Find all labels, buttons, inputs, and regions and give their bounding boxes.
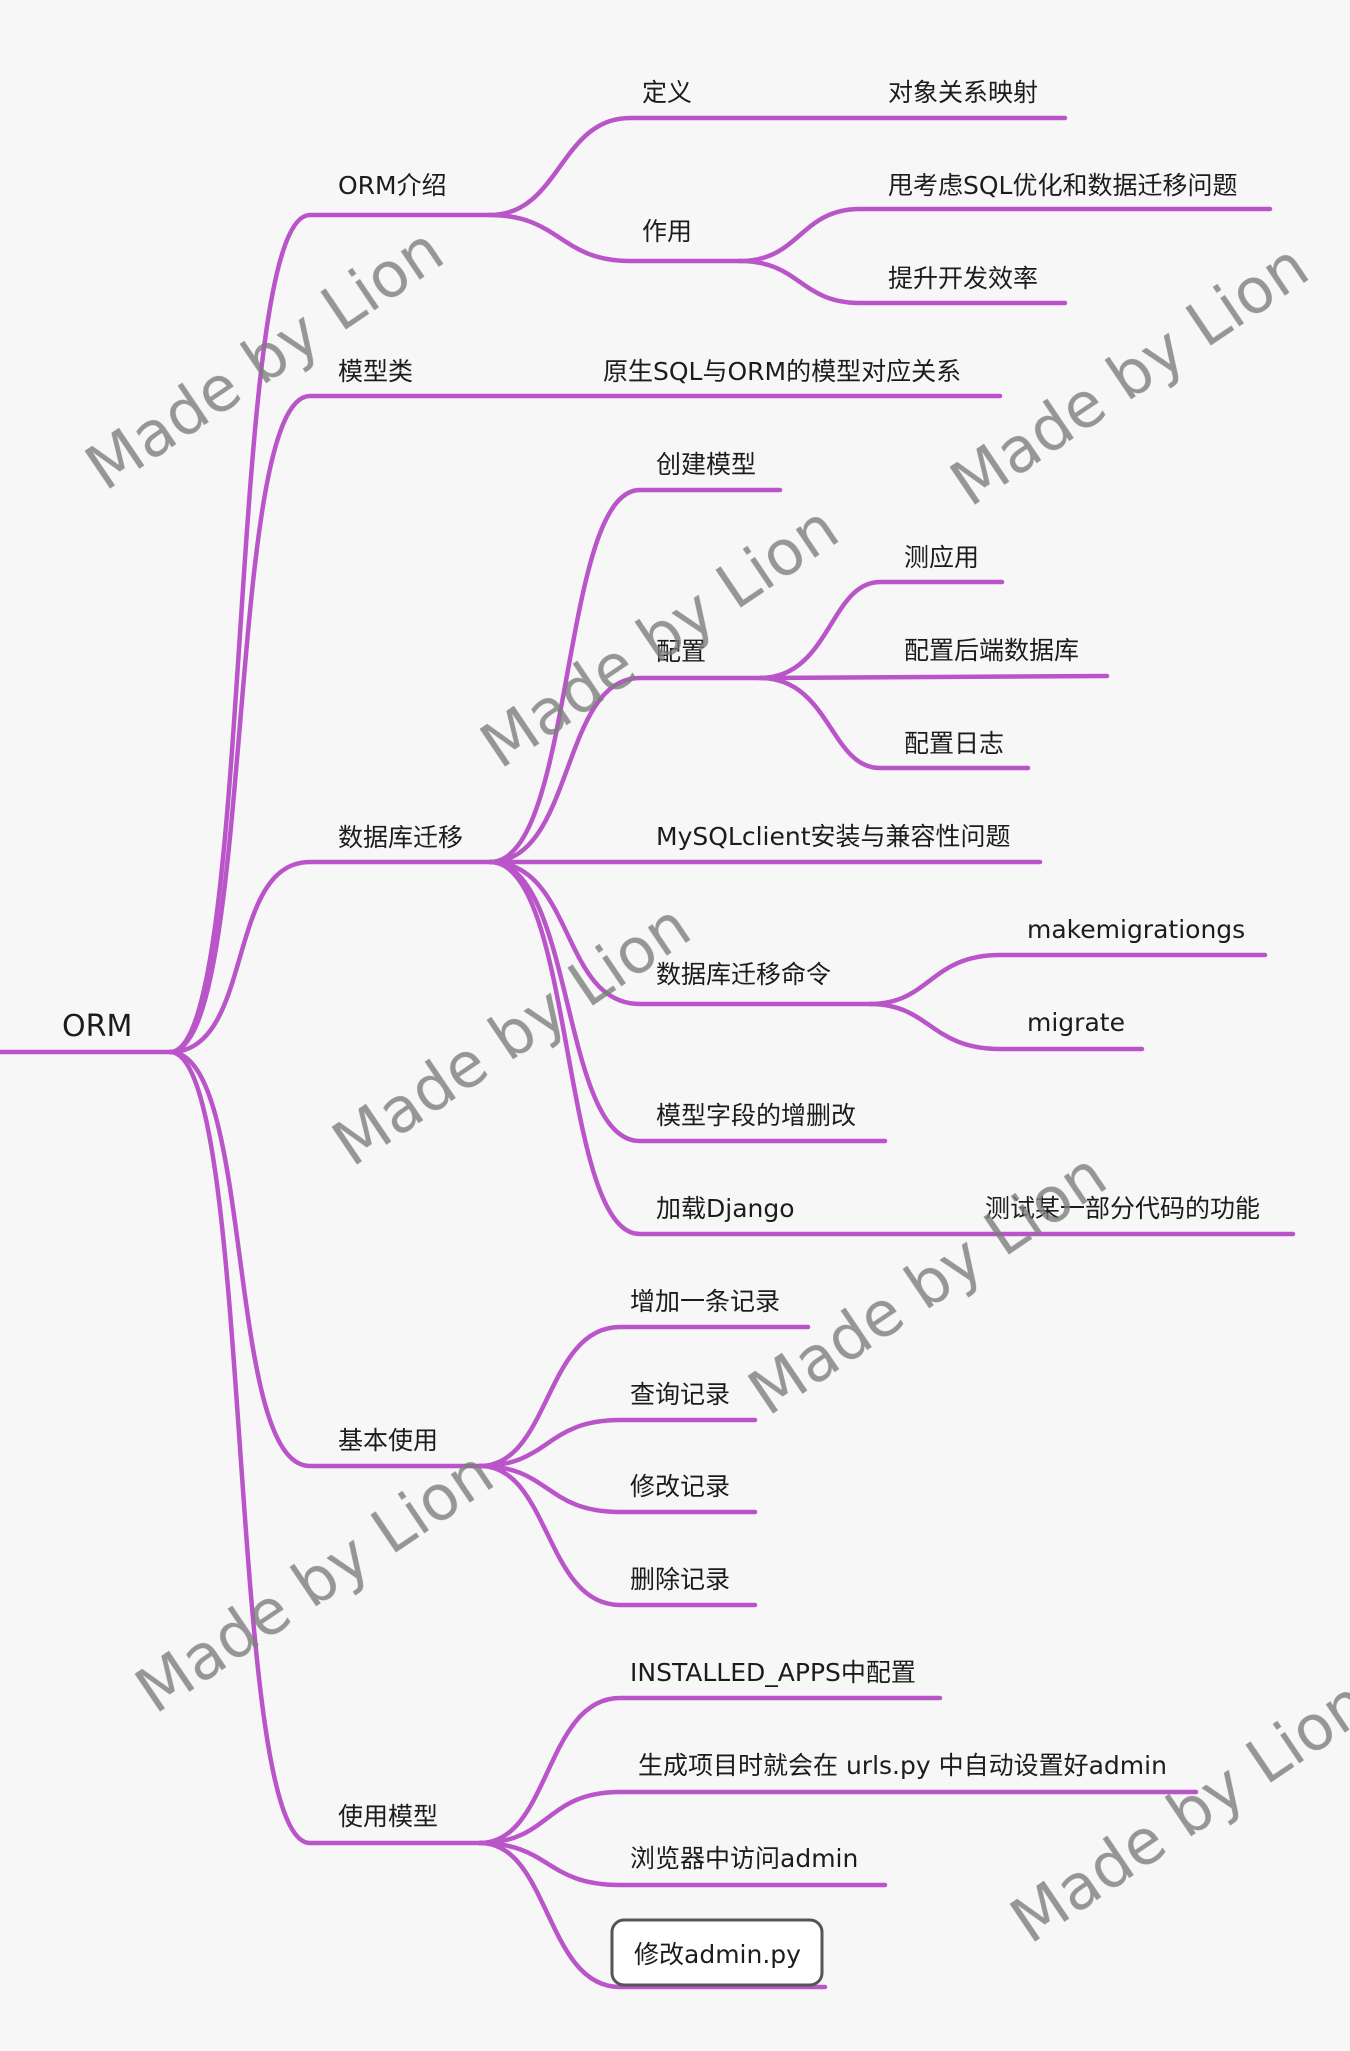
- node-purpose[interactable]: 作用: [642, 217, 692, 246]
- edge-browser-admin: [477, 1840, 888, 1888]
- edge-create-model: [487, 487, 783, 865]
- node-migrate[interactable]: migrate: [1027, 1008, 1125, 1037]
- edge-migrate-cmd: [487, 859, 873, 1007]
- selected-node-box[interactable]: [610, 1918, 824, 1987]
- node-db-migration[interactable]: 数据库迁移: [338, 823, 463, 852]
- edge-basic-usage: [167, 1049, 483, 1469]
- edge-model-class: [167, 393, 1003, 1055]
- edge-config-3: [757, 675, 1031, 771]
- edge-migrate-cmd-2: [867, 1001, 1145, 1052]
- node-create-model[interactable]: 创建模型: [656, 450, 756, 479]
- watermark: Made by Lion: [736, 1138, 1120, 1430]
- node-add-record[interactable]: 增加一条记录: [630, 1287, 780, 1316]
- node-object-relational-mapping[interactable]: 对象关系映射: [888, 78, 1038, 107]
- node-config-logging[interactable]: 配置日志: [904, 729, 1004, 758]
- node-purpose-sql-optimization[interactable]: 甩考虑SQL优化和数据迁移问题: [888, 171, 1237, 200]
- node-modify-admin[interactable]: 修改admin.py: [634, 1940, 801, 1969]
- node-mysqlclient[interactable]: MySQLclient安装与兼容性问题: [656, 822, 1011, 851]
- connector-lines: [0, 115, 1296, 1990]
- node-orm-intro[interactable]: ORM介绍: [338, 171, 447, 200]
- node-query-record[interactable]: 查询记录: [630, 1380, 730, 1409]
- node-config-backend-db[interactable]: 配置后端数据库: [904, 636, 1079, 665]
- node-delete-record[interactable]: 删除记录: [630, 1565, 730, 1594]
- edge-orm-intro: [167, 212, 493, 1055]
- edge-installed-apps: [477, 1695, 943, 1846]
- watermark: Made by Lion: [320, 889, 704, 1181]
- node-use-model[interactable]: 使用模型: [338, 1802, 438, 1831]
- node-installed-apps[interactable]: INSTALLED_APPS中配置: [630, 1658, 916, 1687]
- edge-field-changes: [487, 859, 888, 1144]
- edge-config-1: [757, 579, 1005, 681]
- edge-migrate-cmd-1: [867, 952, 1268, 1007]
- edge-config-2: [757, 673, 1110, 681]
- edge-urls-admin: [477, 1789, 1199, 1846]
- node-basic-usage[interactable]: 基本使用: [338, 1426, 438, 1455]
- edge-definition: [487, 115, 1068, 218]
- edge-purpose: [487, 212, 743, 264]
- node-migrate-commands[interactable]: 数据库迁移命令: [656, 960, 831, 989]
- node-update-record[interactable]: 修改记录: [630, 1472, 730, 1501]
- node-field-changes[interactable]: 模型字段的增删改: [656, 1101, 856, 1130]
- edge-delete-record: [477, 1463, 758, 1608]
- node-urls-admin[interactable]: 生成项目时就会在 urls.py 中自动设置好admin: [638, 1751, 1167, 1780]
- edge-db-migration: [167, 859, 493, 1055]
- node-model-class[interactable]: 模型类: [338, 357, 413, 386]
- node-config[interactable]: 配置: [656, 637, 706, 666]
- node-test-code[interactable]: 测试某一部分代码的功能: [985, 1194, 1260, 1223]
- node-load-django[interactable]: 加载Django: [656, 1194, 795, 1223]
- watermark: Made by Lion: [123, 1436, 507, 1728]
- edge-query-record: [477, 1417, 758, 1469]
- node-sql-orm-mapping[interactable]: 原生SQL与ORM的模型对应关系: [603, 357, 961, 386]
- edge-use-model: [167, 1049, 483, 1846]
- edge-update-record: [477, 1463, 758, 1515]
- node-config-apps[interactable]: 测应用: [904, 543, 979, 572]
- node-purpose-efficiency[interactable]: 提升开发效率: [888, 264, 1038, 293]
- node-definition[interactable]: 定义: [642, 78, 692, 107]
- node-makemigrations[interactable]: makemigrationgs: [1027, 915, 1245, 944]
- edge-add-record: [477, 1324, 811, 1469]
- watermark: Made by Lion: [998, 1666, 1350, 1958]
- edge-config: [487, 675, 763, 865]
- root-node-label[interactable]: ORM: [62, 1009, 132, 1044]
- node-browser-admin[interactable]: 浏览器中访问admin: [630, 1844, 858, 1873]
- edge-purpose-2: [737, 258, 1068, 306]
- edge-load-django: [487, 859, 1296, 1237]
- watermark: Made by Lion: [468, 491, 852, 783]
- edge-purpose-1: [737, 206, 1273, 264]
- edge-modify-admin: [477, 1840, 828, 1990]
